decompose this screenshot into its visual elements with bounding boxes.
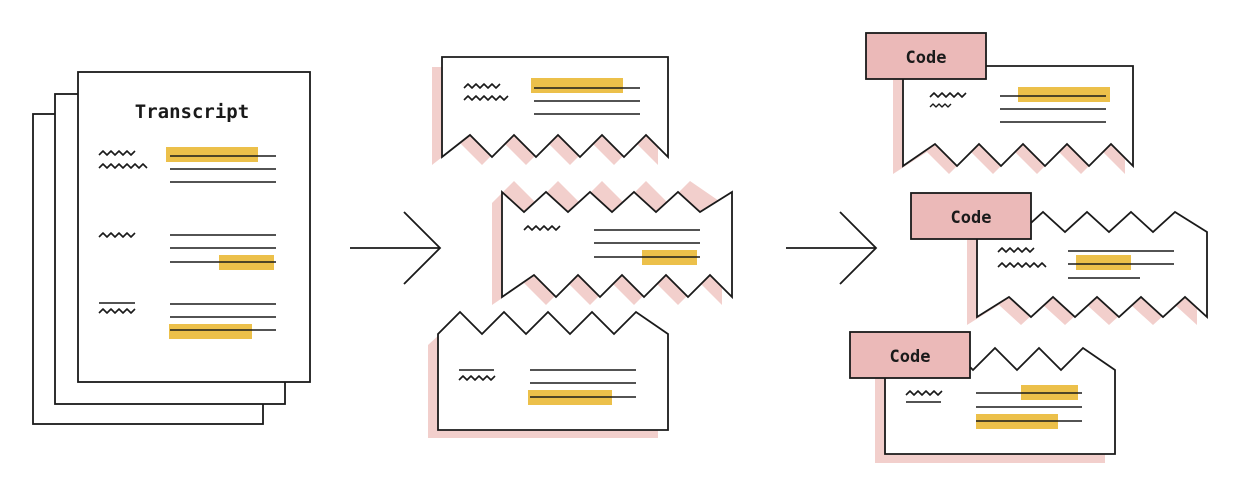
code-tag-label: Code <box>890 347 931 367</box>
excerpt-card-1 <box>432 56 669 165</box>
arrow-right-icon <box>350 211 442 285</box>
code-tag-3: Code <box>849 331 971 379</box>
highlight-mark <box>169 324 252 339</box>
highlight-mark <box>531 78 623 93</box>
transcript-excerpt-3 <box>98 302 276 339</box>
excerpt-card-2 <box>492 181 733 305</box>
card-paper <box>501 189 733 300</box>
highlight-mark <box>1076 255 1131 270</box>
highlight-mark <box>166 147 258 162</box>
transcript-excerpt-2 <box>98 232 276 270</box>
cut-excerpts <box>428 56 733 438</box>
excerpt-card-3 <box>428 310 669 438</box>
coded-excerpts: Code Code <box>849 32 1208 463</box>
coded-card-1: Code <box>865 32 1134 174</box>
coded-card-2: Code <box>910 192 1208 325</box>
code-tag-2: Code <box>910 192 1032 240</box>
transcript-excerpt-1 <box>98 147 276 183</box>
transcript-title: Transcript <box>135 101 249 123</box>
code-tag-1: Code <box>865 32 987 80</box>
arrow-right-icon <box>786 211 878 285</box>
code-tag-label: Code <box>906 48 947 68</box>
code-tag-label: Code <box>951 208 992 228</box>
transcript-stack: Transcript <box>32 71 311 425</box>
card-paper <box>437 310 669 431</box>
coded-card-3: Code <box>849 331 1116 463</box>
highlight-mark <box>1018 87 1110 102</box>
